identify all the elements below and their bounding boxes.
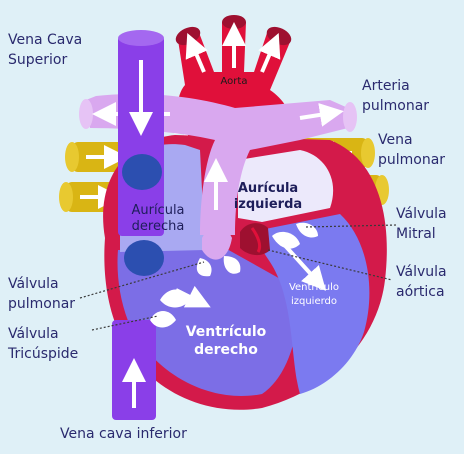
- label-vena-cava-superior-1: Vena Cava: [8, 32, 82, 48]
- label-auricula-izquierda-2: izquierda: [234, 197, 302, 212]
- label-valvula-tricuspide-1: Válvula: [8, 326, 59, 342]
- leader-valvula-mitral: [305, 224, 397, 228]
- label-ventriculo-izquierdo-1: Ventrículo: [289, 281, 339, 293]
- label-ventriculo-derecho-2: derecho: [194, 342, 258, 358]
- leader-valvula-aortica: [267, 249, 393, 281]
- label-arteria-pulmonar-2: pulmonar: [362, 98, 429, 114]
- label-auricula-derecha-2: derecha: [132, 219, 185, 234]
- leader-valvula-tricuspide: [91, 315, 159, 331]
- label-valvula-tricuspide-2: Tricúspide: [7, 346, 78, 362]
- label-valvula-aortica-1: Válvula: [396, 264, 447, 280]
- label-valvula-mitral-2: Mitral: [396, 226, 436, 242]
- leader-valvula-pulmonar: [79, 261, 205, 299]
- label-ventriculo-izquierdo-2: izquierdo: [291, 296, 337, 307]
- pulmonary-valve: [196, 226, 241, 277]
- tricuspid-valve: [150, 289, 190, 328]
- label-aorta: Aorta: [221, 76, 248, 87]
- inferior-vena-cava-vessel: [112, 320, 156, 420]
- mitral-valve: [272, 222, 318, 249]
- label-vena-pulmonar-1: Vena: [378, 132, 413, 148]
- label-auricula-izquierda-1: Aurícula: [238, 181, 298, 196]
- label-auricula-derecha-1: Aurícula: [131, 203, 184, 218]
- label-valvula-pulmonar-2: pulmonar: [8, 296, 75, 312]
- label-vena-cava-inferior: Vena cava inferior: [60, 426, 187, 442]
- label-valvula-pulmonar-1: Válvula: [8, 276, 59, 292]
- left-ventricle-chamber: [250, 214, 370, 394]
- right-ventricle-chamber: [117, 248, 300, 396]
- label-ventriculo-derecho-1: Ventrículo: [186, 324, 267, 340]
- left-atrium-chamber: [238, 150, 334, 222]
- superior-vena-cava-vessel: [118, 30, 164, 276]
- label-valvula-mitral-1: Válvula: [396, 206, 447, 222]
- label-vena-cava-superior-2: Superior: [8, 52, 67, 68]
- label-vena-pulmonar-2: pulmonar: [378, 152, 445, 168]
- aortic-valve: [240, 223, 270, 256]
- label-valvula-aortica-2: aórtica: [396, 284, 445, 300]
- label-arteria-pulmonar-1: Arteria: [362, 78, 410, 94]
